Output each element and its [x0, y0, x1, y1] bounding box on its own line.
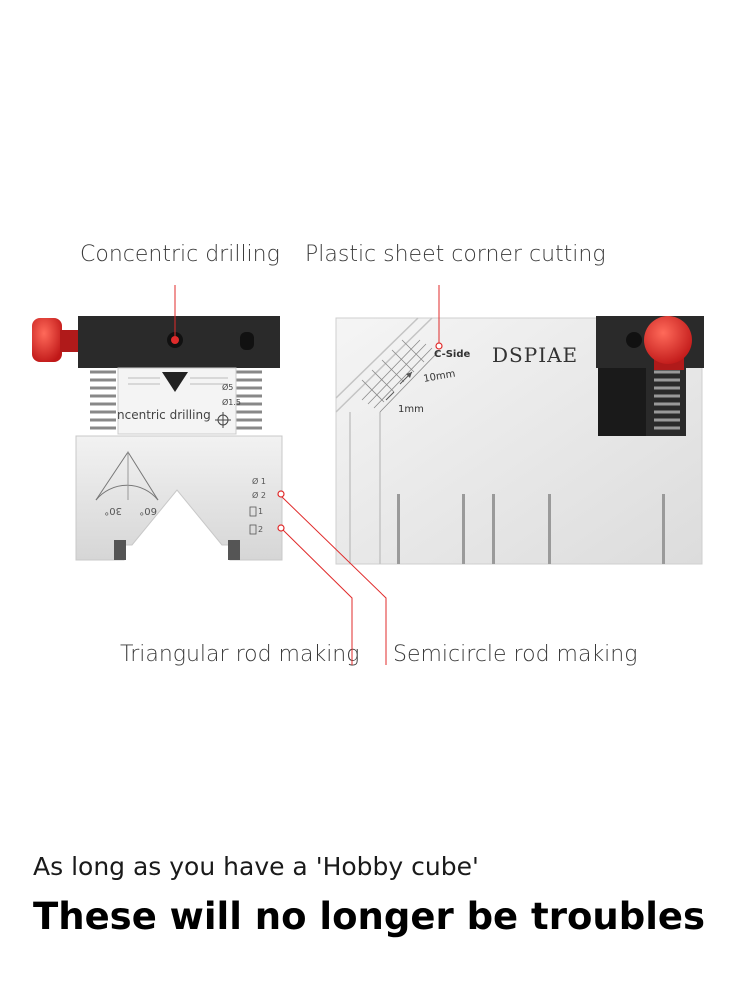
callout-lines	[174, 285, 440, 665]
window-text: ncentric drilling	[117, 408, 211, 422]
left-hobby-cube: ncentric drilling Ø5 Ø1.5 30° 60° Ø 1 Ø …	[32, 316, 283, 561]
right-red-knob	[644, 316, 692, 364]
svg-text:Ø 1: Ø 1	[252, 476, 266, 486]
svg-text:1: 1	[258, 507, 263, 516]
svg-text:60°: 60°	[139, 505, 157, 516]
svg-text:Ø5: Ø5	[222, 382, 233, 392]
footer-subtitle: As long as you have a 'Hobby cube'	[33, 852, 479, 881]
brand-logo: DSPIAE	[492, 343, 578, 367]
svg-text:1mm: 1mm	[398, 404, 424, 415]
left-red-knob	[32, 318, 62, 362]
svg-text:Ø1.5: Ø1.5	[222, 397, 241, 407]
triangular-rod-label: Triangular rod making	[120, 642, 360, 667]
right-hobby-cube: C-Side 10mm 1mm DSPIAE	[335, 316, 704, 565]
plastic-sheet-label: Plastic sheet corner cutting	[305, 242, 606, 267]
svg-text:30°: 30°	[104, 505, 122, 516]
concentric-drilling-label: Concentric drilling	[80, 242, 280, 267]
svg-text:Ø 2: Ø 2	[252, 490, 266, 500]
semicircle-rod-label: Semicircle rod making	[393, 642, 638, 667]
svg-text:2: 2	[258, 525, 263, 534]
svg-text:C-Side: C-Side	[434, 349, 471, 360]
footer-headline: These will no longer be troubles	[33, 895, 706, 938]
